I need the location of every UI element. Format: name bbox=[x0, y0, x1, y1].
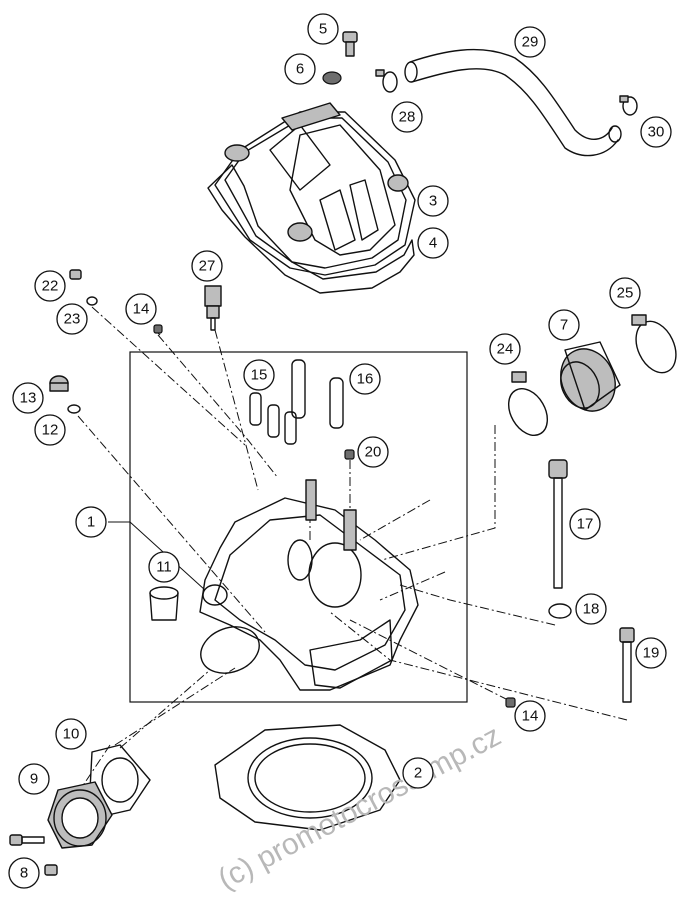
svg-text:29: 29 bbox=[522, 34, 539, 51]
cylinder-head-group-frame bbox=[129, 351, 468, 703]
callout-29: 29 bbox=[514, 26, 546, 58]
callout-22: 22 bbox=[34, 270, 66, 302]
svg-text:12: 12 bbox=[42, 422, 59, 439]
temperature-sensor-27 bbox=[204, 285, 222, 331]
plug-13 bbox=[49, 375, 69, 392]
callout-1: 1 bbox=[75, 506, 107, 538]
svg-text:15: 15 bbox=[251, 367, 268, 384]
bolt-17 bbox=[548, 459, 568, 589]
callout-16: 16 bbox=[349, 363, 381, 395]
callout-23: 23 bbox=[56, 303, 88, 335]
callout-13: 13 bbox=[12, 382, 44, 414]
svg-text:18: 18 bbox=[583, 601, 600, 618]
valve-cover bbox=[214, 102, 416, 276]
screw-5 bbox=[342, 31, 358, 57]
callout-2: 2 bbox=[402, 757, 434, 789]
screw-8 bbox=[9, 834, 58, 876]
svg-text:13: 13 bbox=[20, 390, 37, 407]
svg-text:7: 7 bbox=[560, 317, 568, 334]
svg-text:3: 3 bbox=[429, 193, 437, 210]
svg-text:1: 1 bbox=[87, 514, 95, 531]
callout-27: 27 bbox=[191, 250, 223, 282]
svg-text:5: 5 bbox=[319, 21, 327, 38]
cylinder-head bbox=[199, 479, 419, 691]
nut-14-bottom bbox=[505, 697, 516, 708]
callout-3: 3 bbox=[417, 185, 449, 217]
callout-20: 20 bbox=[357, 436, 389, 468]
callout-15: 15 bbox=[243, 359, 275, 391]
breather-hose bbox=[404, 48, 622, 157]
svg-text:11: 11 bbox=[156, 559, 172, 576]
intake-clamp-24 bbox=[507, 371, 549, 436]
callout-8: 8 bbox=[8, 857, 40, 889]
svg-text:17: 17 bbox=[577, 516, 594, 533]
intake-clamp-25 bbox=[631, 314, 677, 374]
svg-text:30: 30 bbox=[648, 124, 665, 141]
nut-14-top bbox=[153, 324, 163, 334]
washer-6 bbox=[322, 71, 342, 85]
svg-text:10: 10 bbox=[63, 726, 80, 743]
callout-4: 4 bbox=[417, 227, 449, 259]
nut-20 bbox=[344, 449, 355, 460]
callout-5: 5 bbox=[307, 13, 339, 45]
svg-text:14: 14 bbox=[522, 708, 539, 725]
callout-6: 6 bbox=[284, 53, 316, 85]
callout-28: 28 bbox=[391, 101, 423, 133]
callout-24: 24 bbox=[489, 333, 521, 365]
intake-flange-7 bbox=[560, 341, 621, 412]
watermark: (c) promotocross-mp.cz bbox=[213, 719, 507, 896]
svg-text:16: 16 bbox=[357, 371, 374, 388]
svg-text:24: 24 bbox=[497, 341, 514, 358]
svg-text:27: 27 bbox=[199, 258, 216, 275]
bushing-11 bbox=[149, 586, 179, 621]
callout-12: 12 bbox=[34, 414, 66, 446]
hose-clamp-30 bbox=[619, 95, 638, 116]
svg-text:25: 25 bbox=[617, 285, 634, 302]
svg-text:22: 22 bbox=[42, 278, 59, 295]
o-ring-12 bbox=[67, 404, 81, 414]
svg-text:6: 6 bbox=[296, 61, 304, 78]
hose-clamp-28 bbox=[375, 69, 398, 93]
valve-guides-15 bbox=[249, 392, 297, 445]
svg-text:8: 8 bbox=[20, 865, 28, 882]
screw-22 bbox=[69, 269, 82, 280]
callout-18: 18 bbox=[575, 593, 607, 625]
callout-17: 17 bbox=[569, 508, 601, 540]
valve-cover-gasket bbox=[207, 164, 415, 294]
bolt-19 bbox=[619, 627, 635, 703]
svg-text:4: 4 bbox=[429, 235, 437, 252]
callout-9: 9 bbox=[18, 763, 50, 795]
callout-19: 19 bbox=[635, 637, 667, 669]
washer-23 bbox=[86, 296, 98, 306]
callout-14-bottom: 14 bbox=[514, 700, 546, 732]
callout-14-top: 14 bbox=[125, 293, 157, 325]
washer-18 bbox=[548, 603, 572, 619]
callout-7: 7 bbox=[548, 309, 580, 341]
callout-10: 10 bbox=[55, 718, 87, 750]
callout-11: 11 bbox=[148, 551, 180, 583]
svg-text:20: 20 bbox=[365, 444, 382, 461]
svg-text:9: 9 bbox=[30, 771, 38, 788]
head-gasket-2 bbox=[214, 724, 401, 831]
valve-guides-16 bbox=[291, 359, 344, 429]
svg-text:2: 2 bbox=[414, 765, 422, 782]
callout-25: 25 bbox=[609, 277, 641, 309]
svg-text:28: 28 bbox=[399, 109, 416, 126]
svg-text:23: 23 bbox=[64, 311, 81, 328]
callout-30: 30 bbox=[640, 116, 672, 148]
svg-text:19: 19 bbox=[643, 645, 660, 662]
exhaust-flange-9 bbox=[47, 781, 113, 849]
svg-text:14: 14 bbox=[133, 301, 150, 318]
